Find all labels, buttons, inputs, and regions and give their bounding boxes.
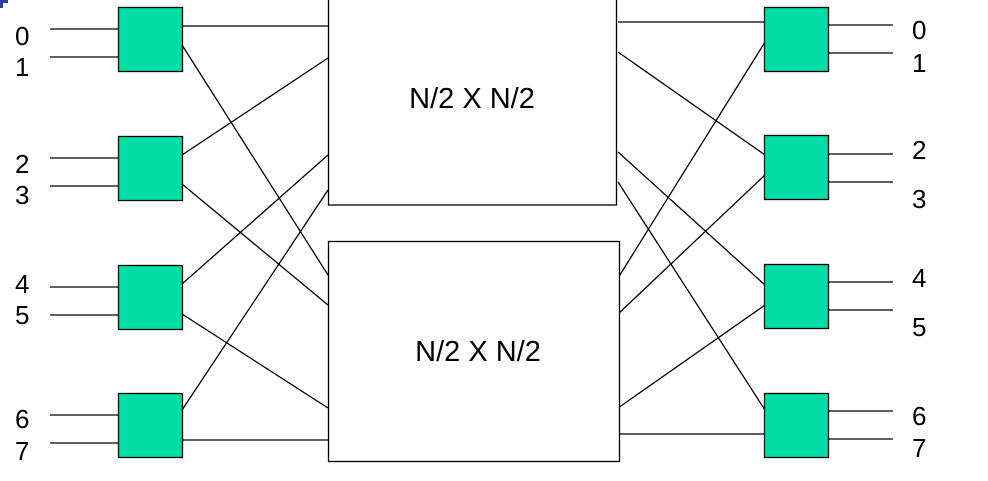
lower-block-label: N/2 X N/2 (415, 336, 541, 368)
right-switch-1 (763, 6, 830, 73)
right-port-label: 5 (912, 312, 926, 342)
lower-subnetwork-block (327, 240, 621, 463)
left-switch-1 (117, 6, 184, 73)
upper-block-label: N/2 X N/2 (409, 83, 535, 115)
right-port-label: 6 (912, 401, 926, 431)
left-port-label: 3 (15, 180, 29, 210)
left-switch-3 (117, 264, 184, 331)
upper-subnetwork-block (327, 0, 618, 206)
right-port-label: 3 (912, 184, 926, 214)
right-switch-2 (763, 134, 830, 201)
left-port-label: 1 (15, 52, 29, 82)
right-switch-3 (763, 263, 830, 330)
right-port-label: 2 (912, 135, 926, 165)
right-port-label: 7 (912, 433, 926, 463)
right-port-label: 4 (912, 263, 926, 293)
left-port-label: 0 (15, 21, 29, 51)
left-port-label: 2 (15, 149, 29, 179)
left-port-label: 7 (15, 436, 29, 466)
right-port-label: 1 (912, 48, 926, 78)
right-port-label: 0 (912, 15, 926, 45)
connections (50, 21, 893, 444)
right-switch-4 (763, 392, 830, 459)
left-port-label: 5 (15, 300, 29, 330)
left-switch-2 (117, 135, 184, 202)
left-port-labels: 0 1 2 3 4 5 6 7 (15, 21, 29, 466)
corner-accent (0, 0, 8, 8)
left-switch-4 (117, 392, 184, 459)
left-port-label: 4 (15, 269, 29, 299)
left-port-label: 6 (15, 404, 29, 434)
right-port-labels: 0 1 2 3 4 5 6 7 (912, 15, 926, 463)
